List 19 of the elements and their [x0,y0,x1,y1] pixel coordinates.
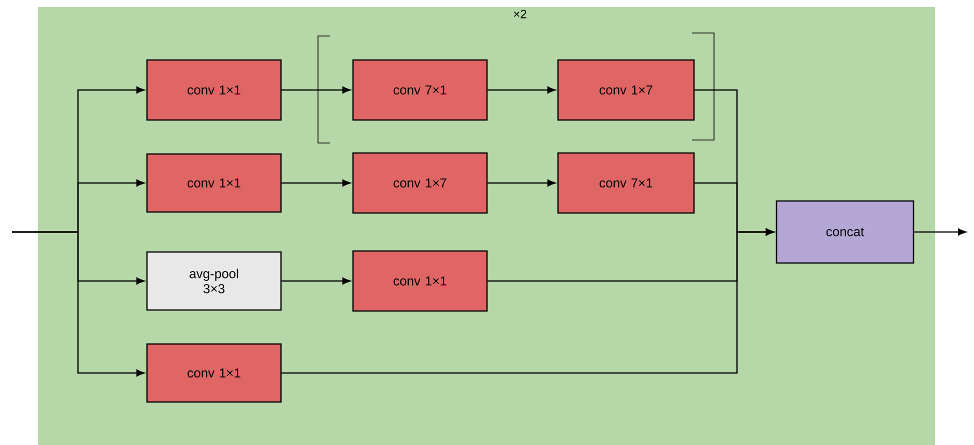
arrow [282,86,350,94]
arrow [282,278,350,284]
layer-box: conv 1×1 [352,250,488,312]
arrow [914,228,966,236]
layer-box: conv 7×1 [557,152,695,214]
layer-box: conv 1×1 [146,59,282,121]
layer-box: conv 1×7 [557,59,695,121]
arrow [282,180,350,186]
layer-box: conv 7×1 [352,59,488,121]
layer-box: conv 1×1 [146,153,282,213]
concat-box: concat [776,200,914,264]
arrow [282,228,774,374]
layer-box: conv 1×7 [352,152,488,214]
layer-box: avg-pool 3×3 [146,251,282,311]
arrow [12,231,144,376]
arrow [488,86,556,94]
layer-box: conv 1×1 [146,343,282,403]
repeat-label: ×2 [514,10,526,18]
arrow [488,180,556,186]
